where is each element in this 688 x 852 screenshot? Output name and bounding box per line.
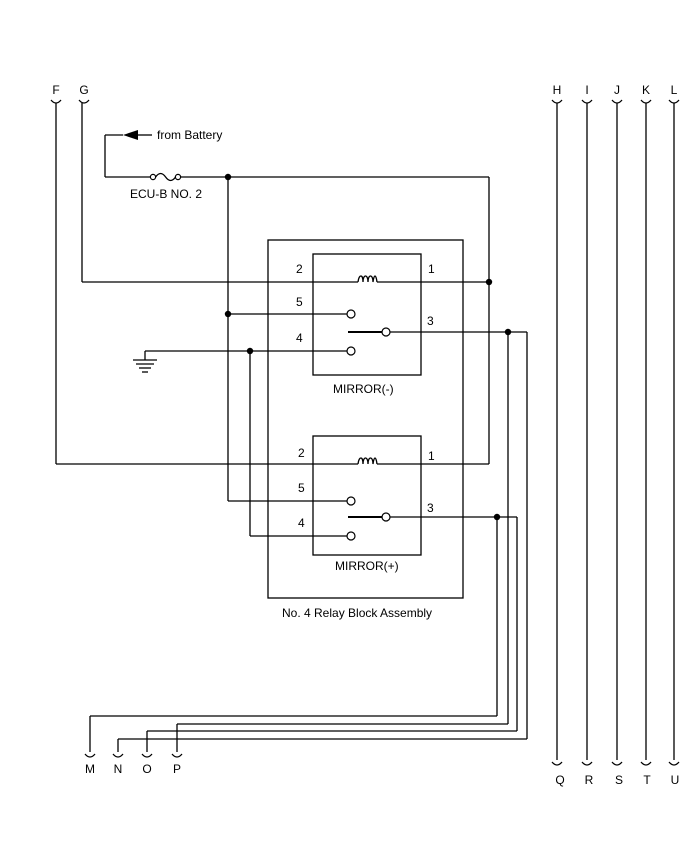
contact-no-icon: [346, 346, 356, 356]
contact-common-icon: [381, 327, 391, 337]
junction-dot: [224, 310, 232, 318]
terminal-j-label: J: [614, 83, 620, 97]
relay-block-assembly: [267, 239, 464, 599]
terminal-h-label: H: [553, 83, 562, 97]
pin-2-label: 2: [298, 446, 305, 460]
ground-icon: [133, 351, 157, 373]
contact-nc-icon: [346, 309, 356, 319]
contact-no-icon: [346, 531, 356, 541]
top-connector-hooks: [50, 99, 680, 104]
contact-nc-icon: [346, 496, 356, 506]
terminal-p-label: P: [173, 762, 181, 776]
output-wires: [84, 332, 528, 758]
coil-icon: [357, 457, 378, 465]
terminal-t-label: T: [643, 773, 651, 787]
terminal-s-label: S: [615, 773, 623, 787]
relay-mirror-plus-label: MIRROR(+): [335, 559, 399, 573]
terminal-q-label: Q: [555, 773, 564, 787]
pin-1-label: 1: [428, 449, 435, 463]
terminal-m-label: M: [85, 762, 95, 776]
pin-2-label: 2: [296, 262, 303, 276]
terminal-k-label: K: [642, 83, 650, 97]
right-pass-through-wires: [551, 103, 680, 766]
from-battery-label: from Battery: [157, 128, 222, 142]
pin-1-label: 1: [428, 262, 435, 276]
terminal-n-label: N: [114, 762, 123, 776]
terminal-g-label: G: [79, 83, 88, 97]
terminal-f-label: F: [52, 83, 59, 97]
terminal-i-label: I: [585, 83, 588, 97]
relay-mirror-minus-label: MIRROR(-): [333, 382, 394, 396]
pin-3-label: 3: [427, 314, 434, 328]
pin-3-label: 3: [427, 501, 434, 515]
terminal-o-label: O: [142, 762, 151, 776]
fuse-icon: [149, 172, 182, 182]
battery-feed: [104, 130, 152, 178]
contact-common-icon: [381, 512, 391, 522]
pin-4-label: 4: [298, 516, 305, 530]
fuse-label: ECU-B NO. 2: [130, 187, 202, 201]
junction-dot: [224, 173, 232, 181]
supply-bus: [180, 176, 490, 501]
pin-4-label: 4: [296, 331, 303, 345]
relay-mirror-plus: [312, 435, 422, 556]
terminal-u-label: U: [671, 773, 680, 787]
arrow-left-icon: [123, 130, 138, 140]
terminal-r-label: R: [585, 773, 594, 787]
junction-dot: [485, 278, 493, 286]
assembly-label: No. 4 Relay Block Assembly: [282, 606, 432, 620]
pin-5-label: 5: [298, 481, 305, 495]
coil-icon: [357, 275, 378, 283]
pin-5-label: 5: [296, 295, 303, 309]
terminal-l-label: L: [671, 83, 678, 97]
